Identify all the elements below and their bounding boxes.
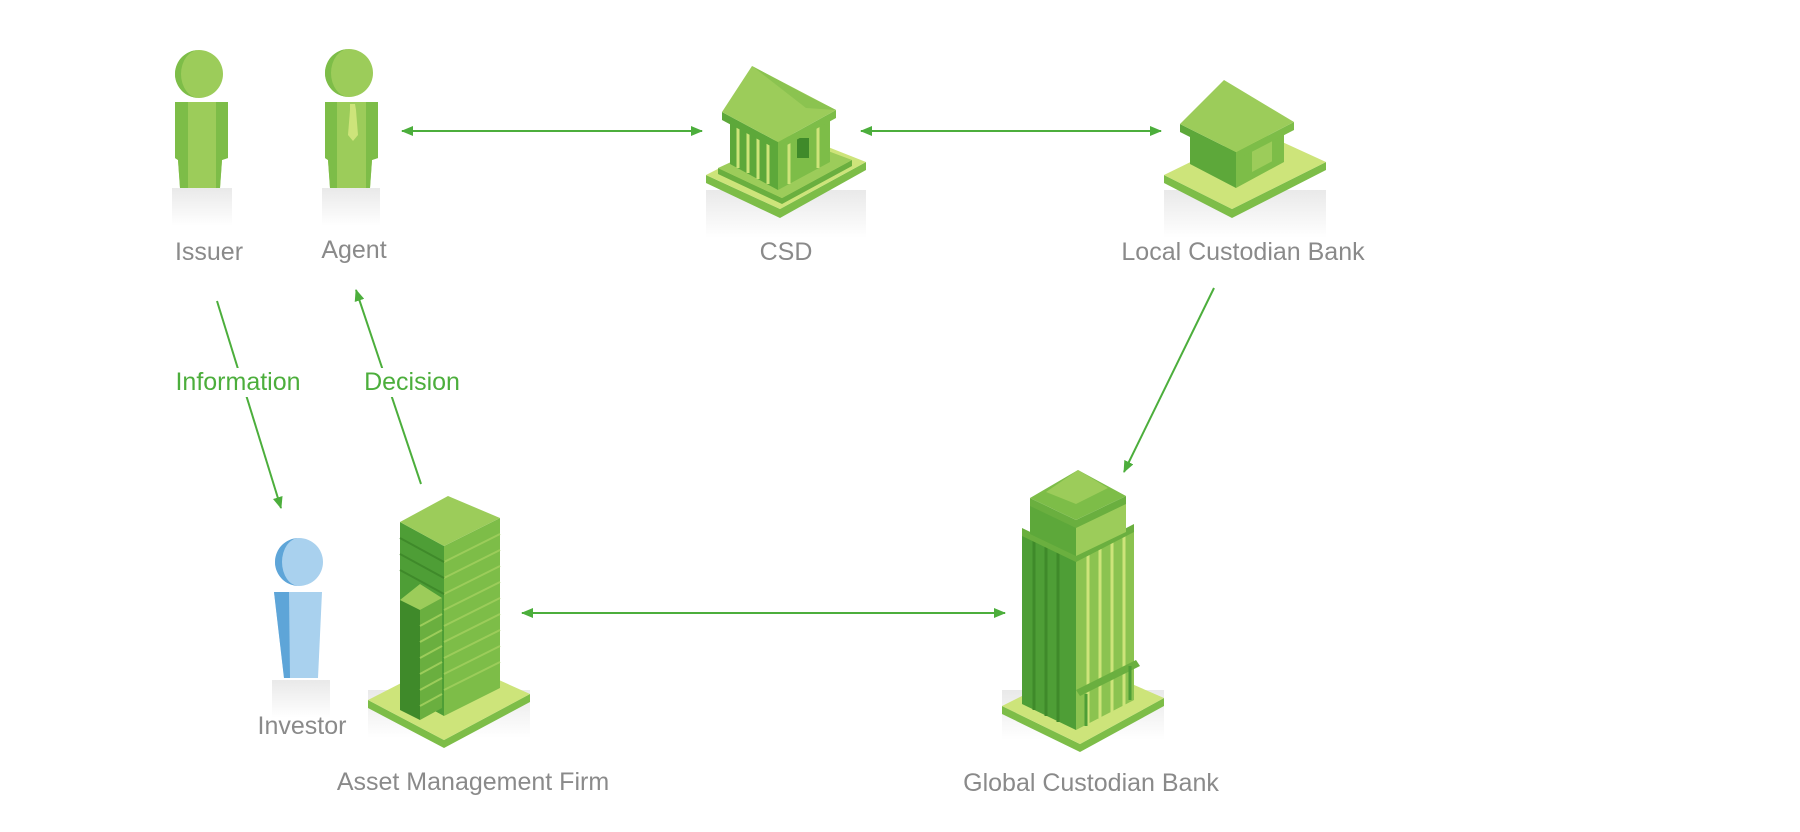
global-custodian-label: Global Custodian Bank	[963, 769, 1219, 797]
asset-manager-office-tower-icon	[368, 496, 530, 748]
local-custodian-label: Local Custodian Bank	[1121, 238, 1365, 266]
asset-manager-label: Asset Management Firm	[336, 768, 610, 796]
edge-local-to-global-custodian	[1123, 287, 1215, 473]
investor-person-icon	[272, 538, 330, 718]
information-edge-label: Information	[171, 368, 305, 397]
agent-label: Agent	[321, 236, 387, 264]
global-custodian-skyscraper-icon	[1002, 470, 1164, 752]
csd-label: CSD	[759, 238, 813, 266]
issuer-label: Issuer	[174, 238, 244, 266]
local-custodian-house-building-icon	[1164, 80, 1326, 238]
issuer-person-icon	[172, 50, 232, 226]
agent-person-with-tie-icon	[322, 49, 380, 226]
csd-classical-bank-building-icon	[706, 66, 866, 238]
investor-label: Investor	[257, 712, 347, 740]
edge-information	[216, 300, 283, 509]
decision-edge-label: Decision	[360, 368, 464, 397]
